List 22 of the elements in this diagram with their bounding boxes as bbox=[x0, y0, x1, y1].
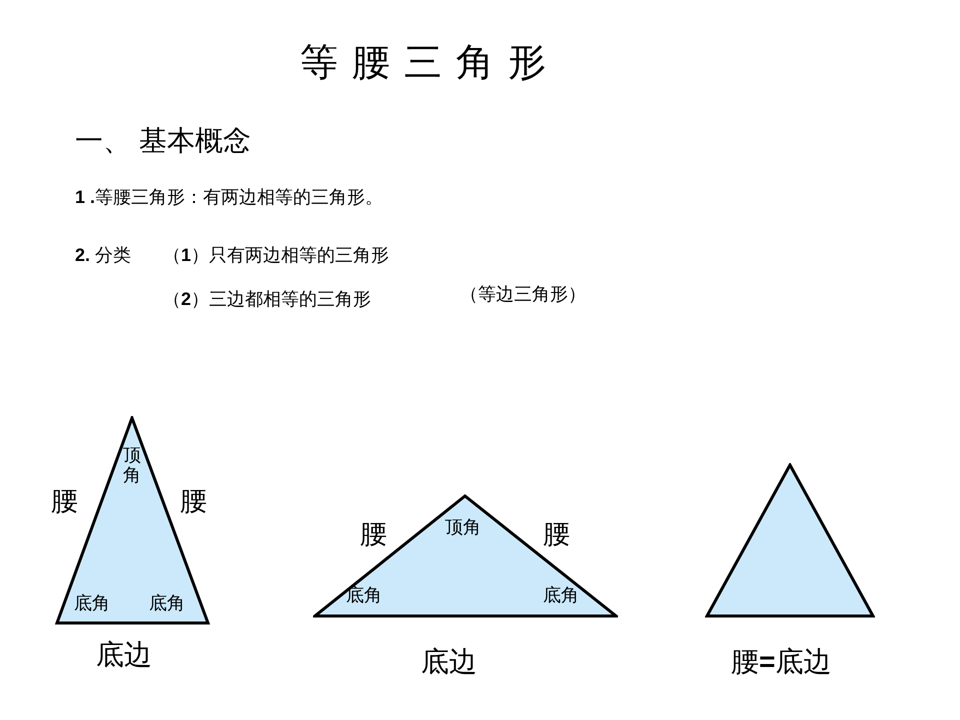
side-label: 腰 bbox=[180, 488, 207, 515]
side-label: 腰 bbox=[360, 521, 387, 548]
title: 等腰三角形 bbox=[300, 44, 560, 82]
angle-label: 底角 bbox=[543, 586, 579, 604]
angle-label: 底角 bbox=[346, 586, 382, 604]
angle-label: 底角 bbox=[149, 594, 185, 612]
text-line: （2）三边都相等的三角形 bbox=[163, 290, 372, 308]
triangle bbox=[313, 494, 618, 618]
angle-label: 顶角 bbox=[445, 518, 481, 536]
text-line: 1 .等腰三角形：有两边相等的三角形。 bbox=[75, 188, 384, 206]
section-heading: 一、 基本概念 bbox=[75, 127, 251, 155]
triangle bbox=[705, 463, 875, 618]
side-label: 腰=底边 bbox=[731, 648, 832, 676]
side-label: 腰 bbox=[51, 488, 78, 515]
side-label: 腰 bbox=[543, 521, 570, 548]
text-line: （等边三角形） bbox=[460, 285, 586, 303]
text-line: 2. 分类 bbox=[75, 246, 132, 264]
angle-label: 顶角 bbox=[123, 446, 141, 486]
side-label: 底边 bbox=[96, 641, 152, 669]
text-line: （1）只有两边相等的三角形 bbox=[163, 246, 390, 264]
side-label: 底边 bbox=[421, 648, 477, 676]
angle-label: 底角 bbox=[74, 594, 110, 612]
